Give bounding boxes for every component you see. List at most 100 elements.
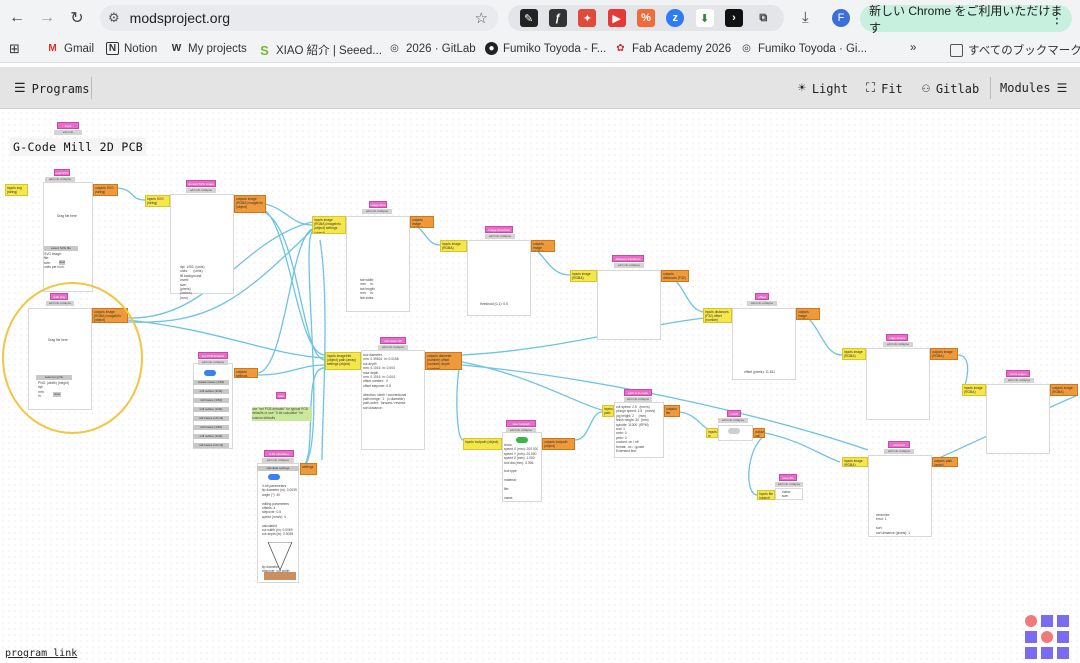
module-title[interactable]: image dims [369,201,387,208]
program-link[interactable]: program link [5,648,78,659]
module-sub[interactable]: edit info collapse [1004,378,1034,383]
pen-extension-icon[interactable]: ✎ [519,9,538,27]
gitlab-button[interactable]: ⚇Gitlab [922,81,980,96]
module-sub[interactable]: edit info collapse [718,418,748,423]
module-sub[interactable]: edit info collapse [506,428,536,433]
module-title[interactable]: save file [779,474,797,481]
module-path-to-gcode[interactable] [614,402,664,458]
module-title[interactable]: on/off [727,410,741,417]
module-title[interactable]: view toolpath [506,420,536,427]
note-text[interactable]: use "set PCB defaults" for typical PCB d… [252,407,312,421]
select-file-button[interactable]: select SVG file [44,246,78,251]
view-button[interactable]: view [59,260,66,265]
zoom-extension-icon[interactable]: z [666,9,685,27]
all-bookmarks[interactable]: すべてのブックマーク [950,42,1080,58]
input-port[interactable]: inputs svg (string) [5,184,28,196]
output-port[interactable]: outputs file [664,405,680,417]
module-sub[interactable]: edit info collapse [614,263,644,268]
module-title[interactable]: path to G-code [624,389,652,396]
modules-button[interactable]: Modules☰ [1000,81,1068,95]
module-view-toolpath[interactable] [502,432,542,502]
preset-button[interactable]: mill outline (1/32) [193,389,229,394]
input-port[interactable]: inputs image (RGBA) [842,457,868,467]
download-arrow-extension-icon[interactable]: ⬇ [695,9,714,27]
module-title[interactable]: set PCB defaults [198,352,228,359]
download-icon[interactable]: ⤓ [802,9,809,26]
address-bar[interactable]: ⚙ modsproject.org ☆ [100,5,498,31]
module-sub[interactable]: edit info collapse [883,342,913,347]
toggle-switch[interactable] [204,370,216,376]
preset-button[interactable]: mill traces (1/64) [193,398,229,403]
module-image-threshold[interactable] [467,240,531,316]
output-port[interactable]: outputs image (RGBA) [410,216,434,228]
input-port[interactable]: inputs SVG (string) [145,195,170,207]
reload-icon[interactable]: ↻ [70,10,84,27]
module-title[interactable]: vectorize [888,441,910,448]
output-port[interactable]: outputs image (RGBA) imageInfo (object) [234,195,266,213]
tag-extension-icon[interactable]: % [636,9,655,27]
module-title[interactable]: edge detect [886,334,908,341]
module-title[interactable]: distance transform [612,255,644,262]
bookmark-fumiko-f[interactable]: ●Fumiko Toyoda - F... [485,42,606,55]
module-title[interactable]: note [276,392,286,399]
module-mill-raster-2d[interactable] [361,350,425,450]
input-port[interactable]: inputs image (RGBA) [440,240,467,252]
light-button[interactable]: ☀Light [798,81,848,96]
input-port[interactable]: inputs in [706,428,718,438]
video-extension-icon[interactable]: ▶ [607,9,626,27]
module-sub[interactable]: edit info [54,130,82,135]
back-icon[interactable]: ← [9,9,25,26]
bird-extension-icon[interactable]: ✦ [578,9,597,27]
forward-icon[interactable]: → [39,9,55,26]
module-sub[interactable]: edit info collapse [198,360,228,365]
bookmarks-overflow[interactable]: » [910,42,917,54]
formula-extension-icon[interactable]: ƒ [548,9,567,27]
module-title[interactable]: orient edges [1006,370,1030,377]
toggle-switch[interactable] [516,437,528,443]
module-sub[interactable]: edit info collapse [624,397,652,402]
profile-avatar[interactable]: F [832,9,850,27]
mods-canvas[interactable]: G-Code Mill 2D PCB input edit info read … [0,110,1080,663]
output-port[interactable]: outputs out [753,428,765,438]
site-settings-icon[interactable]: ⚙ [108,10,120,25]
bookmark-fumiko-gi[interactable]: ◎Fumiko Toyoda · Gi... [740,42,867,55]
module-convert-svg[interactable] [170,194,234,294]
input-port[interactable]: inputs path imageInfo [602,405,614,417]
calculate-settings-button[interactable]: calculate settings [257,466,299,471]
terminal-extension-icon[interactable]: › [724,9,743,27]
module-title[interactable]: mill raster 2D [380,337,406,344]
module-sub[interactable]: edit info collapse [378,345,408,350]
bookmark-star-icon[interactable]: ☆ [474,10,488,27]
programs-button[interactable]: ☰Programs [14,81,90,96]
module-edge-detect[interactable] [866,348,930,420]
module-title[interactable]: convert SVG image [186,180,216,187]
module-orient-edges[interactable] [986,384,1050,454]
preset-button[interactable]: isolate traces (1/64) [193,380,229,385]
input-port[interactable]: inputs distances (F32) offset (number) [703,308,732,323]
output-port[interactable]: outputs distances (F32) [661,270,689,282]
module-sub[interactable]: edit info collapse [775,482,803,487]
input-port[interactable]: inputs image (RGBA) [570,270,597,282]
bookmark-fab-academy[interactable]: ✿Fab Academy 2026 [614,42,731,55]
input-port[interactable]: inputs image (RGBA) imageInfo (object) s… [312,216,346,234]
module-title[interactable]: offset [755,293,769,300]
input-port[interactable]: inputs image (RGBA) [842,348,866,360]
module-read-svg[interactable] [43,182,93,292]
input-port[interactable]: inputs image (RGBA) [962,384,986,396]
input-port[interactable]: inputs toolpath (object) [463,438,502,450]
module-title[interactable]: read SVG [54,169,70,176]
preset-button[interactable]: mill outline (1/32) [193,434,229,439]
preset-button[interactable]: mill traces (10 mil) [193,443,229,448]
input-port[interactable]: inputs file (object) [757,490,775,500]
module-title[interactable]: V-bit calculator [264,450,294,457]
toggle-switch[interactable] [268,474,280,480]
module-sub[interactable]: edit info collapse [262,458,294,463]
preset-button[interactable]: mill traces (1/64) [193,425,229,430]
module-sub[interactable]: edit info collapse [884,449,914,454]
module-save-file[interactable] [775,488,803,500]
output-port[interactable]: outputs diameter (number) offset (number… [425,352,462,370]
module-title[interactable]: input [57,122,79,129]
module-sub[interactable]: edit info collapse [362,209,392,214]
